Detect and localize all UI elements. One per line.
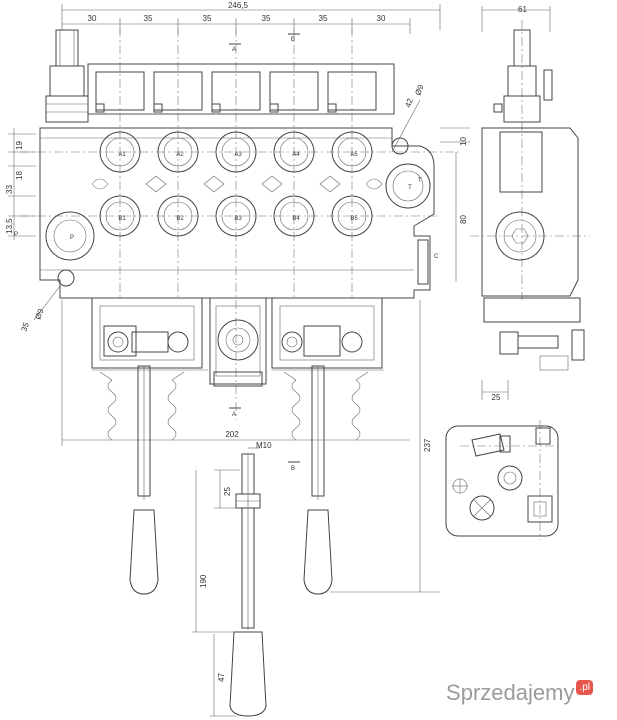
left-dimensions: 19 18 33 13,5 [5, 128, 36, 240]
dim-handle-length: 47 [217, 673, 226, 682]
work-ports-b: B1 B2 B3 B4 B5 [99, 195, 373, 237]
body-recesses [91, 175, 383, 193]
section-markers-bottom: A B [229, 407, 300, 472]
dim-seg-2: 35 [144, 14, 153, 23]
lever-left [129, 365, 159, 595]
dim-overall-width: 246,5 [228, 1, 249, 10]
watermark-badge: .pl [576, 680, 593, 695]
mounting-holes: Ø9 42 Ø9 35 [19, 83, 425, 333]
dim-seg-3: 35 [203, 14, 212, 23]
center-lines [20, 28, 460, 420]
dim-side-base: 25 [492, 393, 501, 402]
dim-seg-4: 35 [262, 14, 271, 23]
dim-body-height: 80 [459, 215, 468, 224]
right-dimensions: 10 80 [440, 127, 470, 282]
dim-hole-bottom-offset: 35 [19, 321, 31, 333]
dim-hole-top-offset: 42 [403, 97, 415, 109]
port-b3: B3 [234, 216, 242, 222]
dim-side-width: 61 [518, 5, 527, 14]
dim-left-3: 33 [5, 185, 14, 194]
port-t-label: T [408, 185, 412, 191]
tank-port: T T [385, 163, 431, 209]
port-p-side-label: P [14, 232, 18, 238]
watermark-text: Sprzedajemy [446, 680, 575, 705]
lever-bracket-left [91, 297, 208, 371]
section-a-top: A [232, 47, 236, 53]
dim-hole-top: Ø9 [413, 83, 425, 97]
dim-seg-1: 30 [88, 14, 97, 23]
work-ports-a: A1 A2 A3 A4 A5 [99, 131, 373, 173]
pressure-port: P P [14, 211, 95, 261]
side-view: 61 25 [470, 5, 590, 402]
port-a2: A2 [176, 152, 184, 158]
port-t-side-label: T [418, 178, 422, 184]
center-cap [209, 297, 267, 387]
section-b-bottom: B [291, 466, 295, 472]
watermark: Sprzedajemy.pl [446, 680, 593, 706]
dim-lever-length: 190 [199, 574, 208, 588]
port-a5: A5 [350, 152, 358, 158]
total-height-dim: 237 [330, 300, 440, 593]
dim-total-height: 237 [423, 438, 432, 452]
port-a3: A3 [234, 152, 242, 158]
port-c: C [417, 239, 439, 285]
dim-left-4: 13,5 [5, 218, 14, 234]
rubber-boots [99, 371, 369, 441]
dim-hole-bottom: Ø9 [33, 307, 45, 321]
port-a4: A4 [292, 152, 300, 158]
section-b-top: B [291, 37, 295, 43]
lever-bracket-right [271, 297, 384, 371]
dim-thread-length: 25 [223, 487, 232, 496]
port-a1: A1 [118, 152, 126, 158]
section-markers-top: A B [229, 33, 300, 53]
detail-view [445, 420, 560, 540]
port-b1: B1 [118, 216, 126, 222]
port-c-label: C [434, 254, 439, 260]
dim-right-small: 10 [459, 137, 468, 146]
port-p-label: P [70, 235, 74, 241]
top-dimensions: 246,5 30 35 35 35 35 30 [61, 1, 441, 34]
port-b5: B5 [350, 216, 358, 222]
lever-right [303, 365, 333, 595]
port-b4: B4 [292, 216, 300, 222]
detached-lever: M10 25 190 47 [192, 441, 272, 717]
dim-lever-span: 202 [225, 430, 239, 439]
valve-body [39, 127, 435, 299]
dim-left-1: 19 [15, 141, 24, 150]
dim-seg-5: 35 [319, 14, 328, 23]
dim-left-2: 18 [15, 171, 24, 180]
section-a-bottom: A [232, 412, 236, 418]
spool-caps [87, 63, 395, 115]
relief-valve [45, 29, 89, 123]
port-b2: B2 [176, 216, 184, 222]
dim-thread: M10 [256, 441, 272, 450]
lever-span-dim: 202 [61, 300, 410, 446]
dim-seg-6: 30 [377, 14, 386, 23]
